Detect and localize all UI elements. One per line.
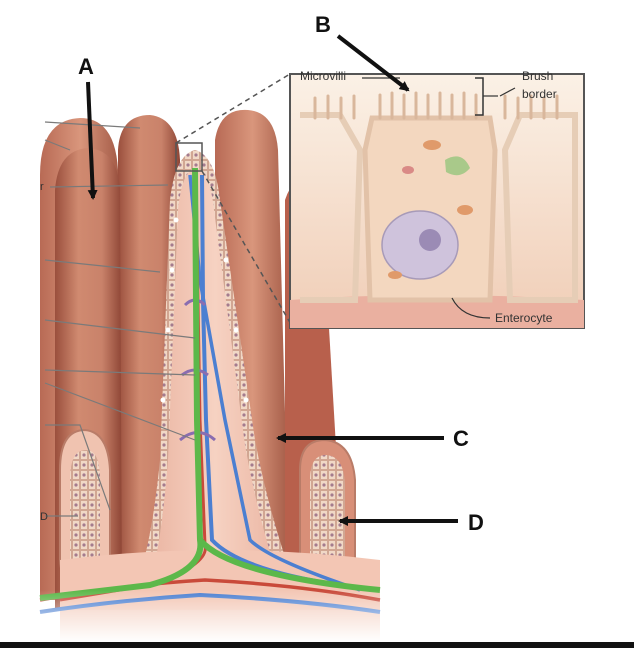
golgi-icon <box>445 156 470 176</box>
label-b: B <box>315 12 331 37</box>
lacteal <box>39 167 381 601</box>
label-a: A <box>78 54 94 79</box>
arrow-b <box>336 34 410 92</box>
left-label-d: D <box>40 511 48 523</box>
goblet-cells <box>160 217 249 403</box>
base-fade <box>0 590 634 642</box>
brush-border-label-line1: Brush <box>522 69 553 83</box>
microvilli-label: Microvilli <box>300 69 346 83</box>
enterocyte-inset <box>289 73 585 329</box>
arrow-a <box>86 81 98 200</box>
left-label-r: r <box>40 181 44 193</box>
enterocyte-label: Enterocyte <box>495 311 553 325</box>
zoom-box <box>175 142 203 172</box>
bottom-border <box>0 642 634 648</box>
mitochondrion-icon <box>457 205 473 215</box>
mitochondrion-icon <box>423 140 441 150</box>
callout-line-bottom <box>201 170 293 327</box>
lysosome-icon <box>402 166 414 174</box>
nucleolus-icon <box>419 229 441 251</box>
leader-lines <box>44 121 196 517</box>
nucleus-icon <box>381 210 459 280</box>
callout-line-top <box>175 73 291 144</box>
label-c: C <box>453 426 469 451</box>
mitochondrion-icon <box>388 271 402 279</box>
label-d: D <box>468 510 484 535</box>
microvilli <box>313 91 559 120</box>
brush-border-label-line2: border <box>522 87 557 101</box>
